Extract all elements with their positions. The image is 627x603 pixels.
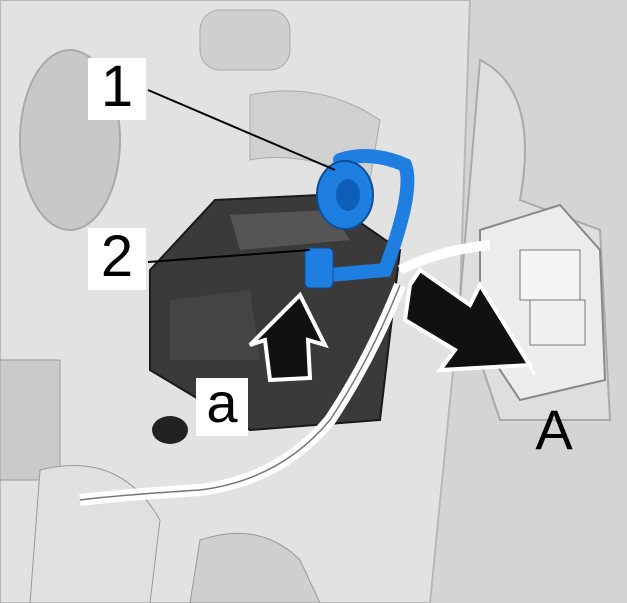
leader-line-2 (147, 249, 311, 263)
callout-label-2: 2 (88, 228, 146, 290)
callout-label-A: A (535, 398, 573, 461)
arrow-up-icon (248, 291, 329, 383)
callout-label-1: 1 (88, 58, 146, 120)
callout-label-a: a (196, 375, 248, 436)
control-module (149, 193, 402, 444)
leader-line-1 (147, 89, 336, 171)
retaining-clip (304, 149, 415, 289)
